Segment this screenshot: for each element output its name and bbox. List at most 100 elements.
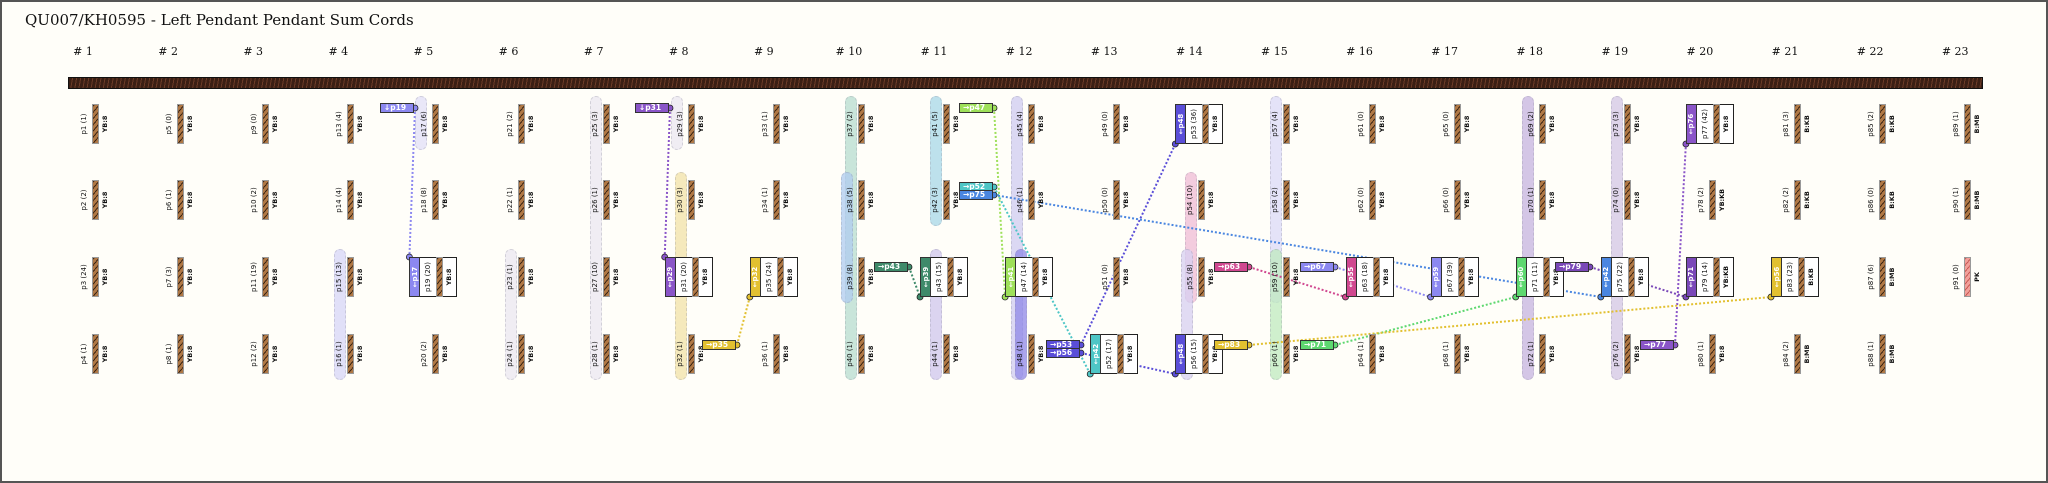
pendant-cord[interactable]: p60 (1)YB:8 [1270,334,1304,374]
pendant-cord[interactable]: p5 (0)YB:8 [164,104,198,144]
pendant-cord[interactable]: p69 (2)YB:8 [1526,104,1560,144]
sum-pointer-label[interactable]: →p35 [702,340,736,350]
pendant-cord[interactable]: p23 (1)YB:8 [505,257,539,297]
pendant-cord[interactable]: p45 (4)YB:8 [1015,104,1049,144]
pendant-cord[interactable]: p43 (15)YB:8 [934,257,968,297]
pendant-cord[interactable]: p10 (2)YB:8 [249,180,283,220]
sum-pointer-label[interactable]: ↓p19 [380,103,414,113]
pendant-cord[interactable]: p47 (14)YB:8 [1019,257,1053,297]
pendant-cord[interactable]: p74 (0)YB:8 [1611,180,1645,220]
pendant-cord[interactable]: p54 (10)YB:8 [1185,180,1219,220]
pendant-cord[interactable]: p85 (2)B:KB [1866,104,1900,144]
pendant-cord[interactable]: p34 (1)YB:8 [760,180,794,220]
pendant-cord[interactable]: p81 (3)B:KB [1781,104,1815,144]
pendant-cord[interactable]: p51 (0)YB:8 [1100,257,1134,297]
pendant-cord[interactable]: p30 (3)YB:8 [675,180,709,220]
pendant-cord[interactable]: p89 (1)B:MB [1951,104,1985,144]
pendant-cord[interactable]: p73 (3)YB:8 [1611,104,1645,144]
pendant-cord[interactable]: p35 (24)YB:8 [764,257,798,297]
sum-pointer-label[interactable]: →p67 [1300,262,1334,272]
pendant-cord[interactable]: p1 (1)YB:8 [79,104,113,144]
pendant-cord[interactable]: p21 (2)YB:8 [505,104,539,144]
pendant-cord[interactable]: p14 (4)YB:8 [334,180,368,220]
pendant-cord[interactable]: p83 (23)B:KB [1785,257,1819,297]
pendant-cord[interactable]: p68 (1)YB:8 [1441,334,1475,374]
pendant-cord[interactable]: p82 (2)B:KB [1781,180,1815,220]
sum-pointer-label[interactable]: →p43 [874,262,908,272]
sum-pointer-label[interactable]: →p56 [1046,348,1080,358]
pendant-cord[interactable]: p86 (0)B:KB [1866,180,1900,220]
pendant-cord[interactable]: p2 (2)YB:8 [79,180,113,220]
sum-pointer-label[interactable]: →p83 [1214,340,1248,350]
pendant-cord[interactable]: p61 (0)YB:8 [1356,104,1390,144]
pendant-cord[interactable]: p55 (8)YB:8 [1185,257,1219,297]
pendant-cord[interactable]: p56 (15)YB:8 [1189,334,1223,374]
pendant-cord[interactable]: p3 (24)YB:8 [79,257,113,297]
pendant-cord[interactable]: p18 (8)YB:8 [419,180,453,220]
pendant-cord[interactable]: p88 (1)B:MB [1866,334,1900,374]
pendant-cord[interactable]: p62 (0)YB:8 [1356,180,1390,220]
pendant-cord[interactable]: p84 (2)B:MB [1781,334,1815,374]
pendant-cord[interactable]: p31 (20)YB:8 [679,257,713,297]
pendant-cord[interactable]: p59 (10)YB:8 [1270,257,1304,297]
pendant-cord[interactable]: p71 (11)YB:8 [1530,257,1564,297]
pendant-cord[interactable]: p70 (1)YB:8 [1526,180,1560,220]
pendant-cord[interactable]: p33 (1)YB:8 [760,104,794,144]
pendant-cord[interactable]: p72 (1)YB:8 [1526,334,1560,374]
pendant-cord[interactable]: p76 (2)YB:8 [1611,334,1645,374]
pendant-cord[interactable]: p22 (1)YB:8 [505,180,539,220]
sum-pointer-label[interactable]: →p71 [1300,340,1334,350]
pendant-cord[interactable]: p78 (2)YB:KB [1696,180,1730,220]
pendant-cord[interactable]: p67 (39)YB:8 [1445,257,1479,297]
pendant-cord[interactable]: p24 (1)YB:8 [505,334,539,374]
pendant-cord[interactable]: p50 (0)YB:8 [1100,180,1134,220]
pendant-cord[interactable]: p28 (1)YB:8 [590,334,624,374]
pendant-cord[interactable]: p29 (3)YB:8 [675,104,709,144]
pendant-cord[interactable]: p91 (0)PK [1951,257,1985,297]
pendant-cord[interactable]: p80 (1)YB:8 [1696,334,1730,374]
pendant-cord[interactable]: p75 (22)YB:8 [1615,257,1649,297]
pendant-cord[interactable]: p11 (19)YB:8 [249,257,283,297]
pendant-cord[interactable]: p44 (1)YB:8 [930,334,964,374]
pendant-cord[interactable]: p58 (2)YB:8 [1270,180,1304,220]
pendant-cord[interactable]: p39 (8)YB:8 [845,257,879,297]
pendant-cord[interactable]: p8 (1)YB:8 [164,334,198,374]
pendant-cord[interactable]: p41 (5)YB:8 [930,104,964,144]
pendant-cord[interactable]: p13 (4)YB:8 [334,104,368,144]
pendant-cord[interactable]: p79 (14)YB:KB [1700,257,1734,297]
pendant-cord[interactable]: p17 (6)YB:8 [419,104,453,144]
pendant-cord[interactable]: p77 (42)YB:8 [1700,104,1734,144]
sum-pointer-label[interactable]: →p47 [959,103,993,113]
pendant-cord[interactable]: p6 (1)YB:8 [164,180,198,220]
pendant-cord[interactable]: p87 (6)B:MB [1866,257,1900,297]
pendant-cord[interactable]: p53 (36)YB:8 [1189,104,1223,144]
pendant-cord[interactable]: p7 (3)YB:8 [164,257,198,297]
pendant-cord[interactable]: p63 (18)YB:8 [1360,257,1394,297]
pendant-cord[interactable]: p27 (10)YB:8 [590,257,624,297]
pendant-cord[interactable]: p64 (1)YB:8 [1356,334,1390,374]
pendant-cord[interactable]: p4 (1)YB:8 [79,334,113,374]
pendant-cord[interactable]: p36 (1)YB:8 [760,334,794,374]
pendant-cord[interactable]: p40 (1)YB:8 [845,334,879,374]
pendant-cord[interactable]: p52 (17)YB:8 [1104,334,1138,374]
pendant-cord[interactable]: p19 (20)YB:8 [423,257,457,297]
pendant-cord[interactable]: p16 (1)YB:8 [334,334,368,374]
pendant-cord[interactable]: p9 (0)YB:8 [249,104,283,144]
pendant-cord[interactable]: p48 (1)YB:8 [1015,334,1049,374]
pendant-cord[interactable]: p12 (2)YB:8 [249,334,283,374]
pendant-cord[interactable]: p65 (0)YB:8 [1441,104,1475,144]
pendant-cord[interactable]: p15 (13)YB:8 [334,257,368,297]
pendant-cord[interactable]: p32 (1)YB:8 [675,334,709,374]
pendant-cord[interactable]: p90 (1)B:MB [1951,180,1985,220]
pendant-cord[interactable]: p42 (3)YB:8 [930,180,964,220]
pendant-cord[interactable]: p49 (0)YB:8 [1100,104,1134,144]
sum-pointer-label[interactable]: →p63 [1214,262,1248,272]
pendant-cord[interactable]: p26 (1)YB:8 [590,180,624,220]
sum-pointer-label[interactable]: →p79 [1555,262,1589,272]
pendant-cord[interactable]: p46 (1)YB:8 [1015,180,1049,220]
pendant-cord[interactable]: p20 (2)YB:8 [419,334,453,374]
sum-pointer-label[interactable]: ↓p31 [635,103,669,113]
pendant-cord[interactable]: p66 (0)YB:8 [1441,180,1475,220]
pendant-cord[interactable]: p57 (4)YB:8 [1270,104,1304,144]
sum-pointer-label[interactable]: →p77 [1640,340,1674,350]
